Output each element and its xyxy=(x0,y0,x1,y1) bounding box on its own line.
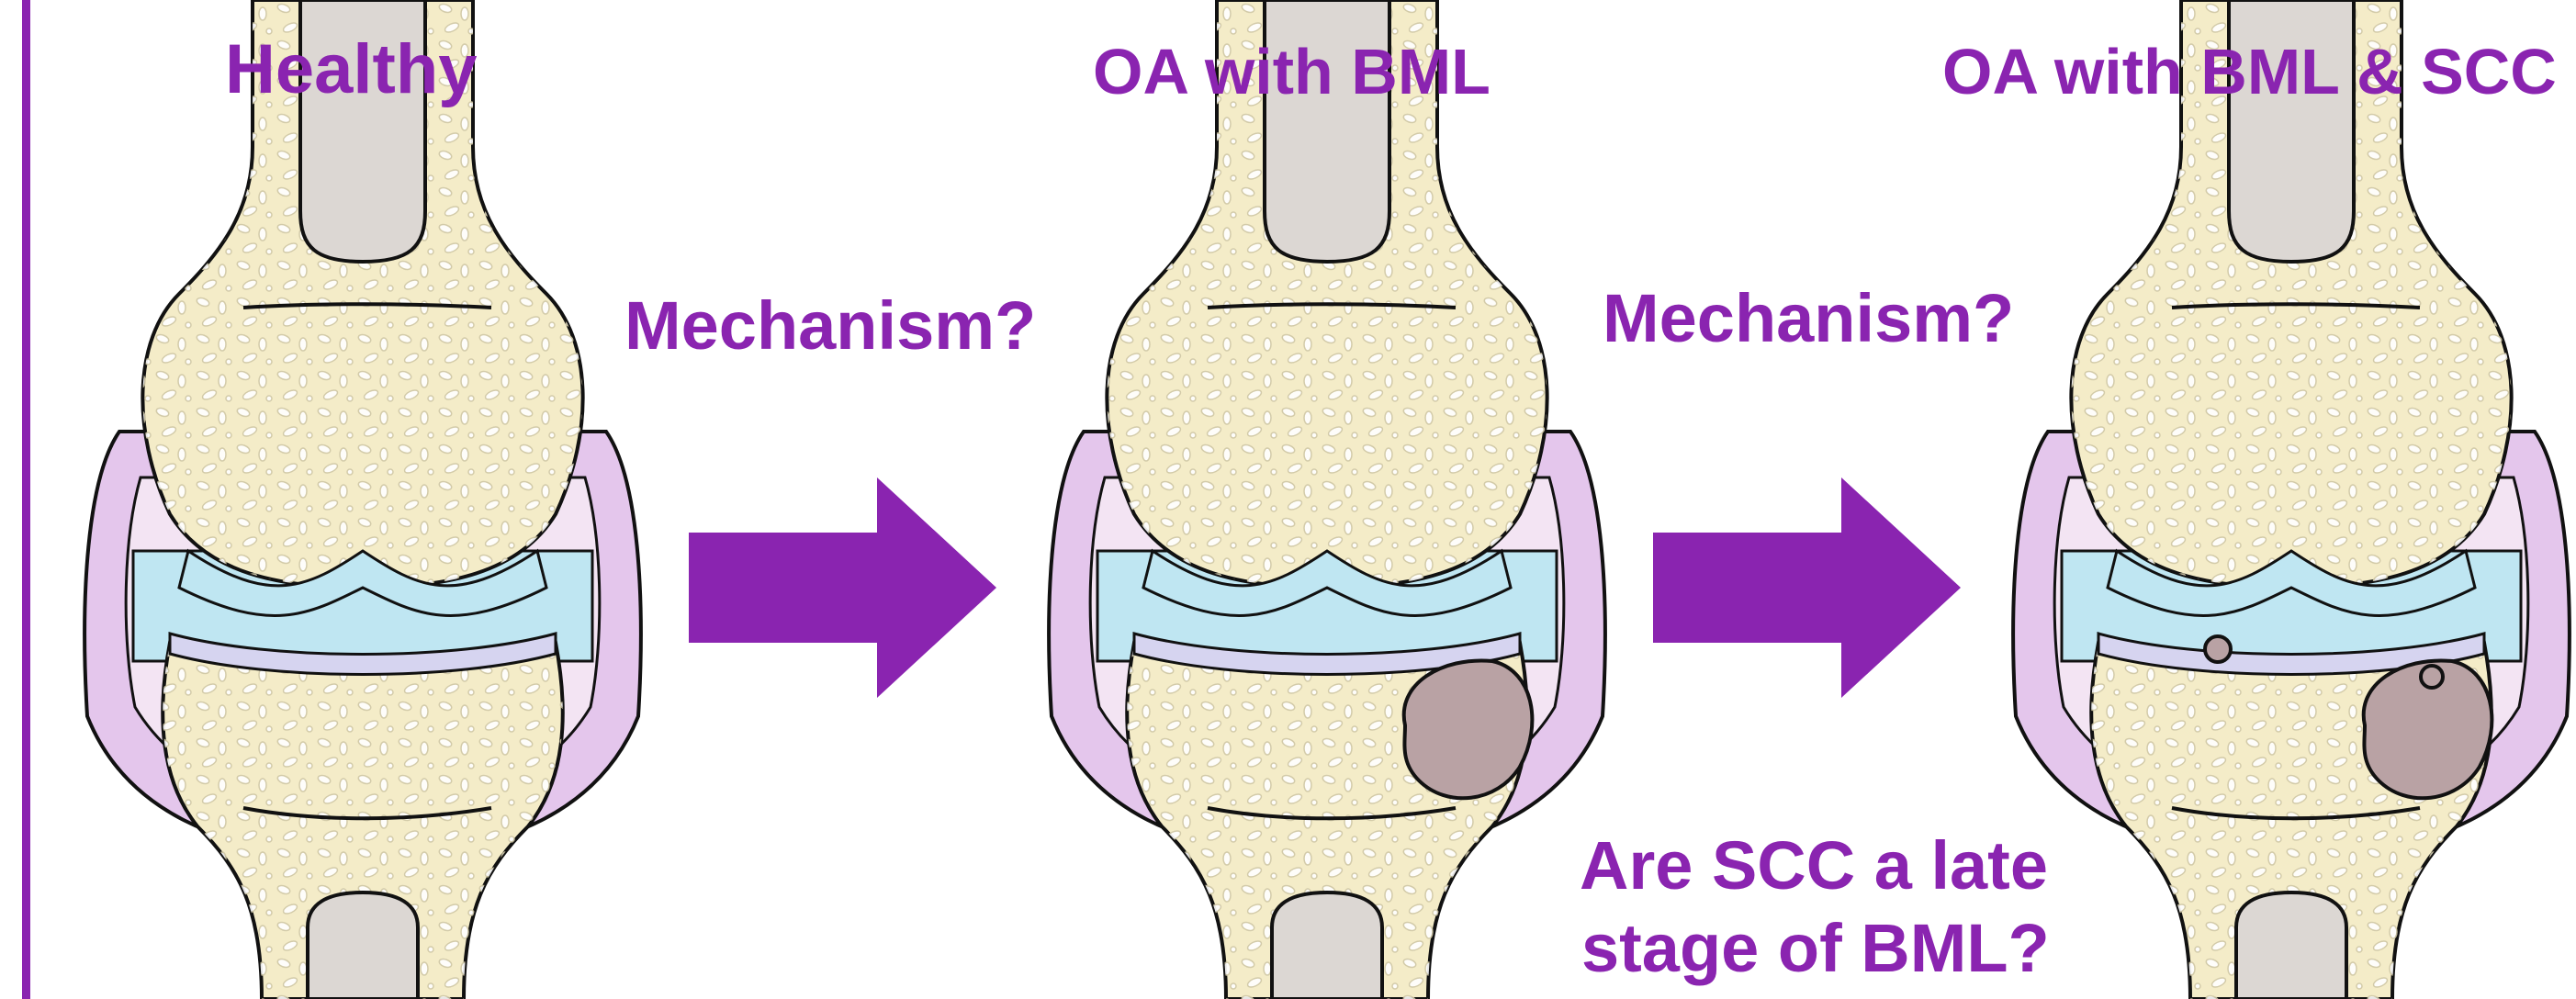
label-healthy: Healthy xyxy=(225,29,478,109)
label-question-line1: Are SCC a late xyxy=(1580,826,2048,904)
joint-oa-bml-scc xyxy=(2013,0,2570,999)
bml-lesion xyxy=(1404,660,1533,798)
label-mechanism-1: Mechanism? xyxy=(624,286,1036,365)
scc-cyst-in-lesion xyxy=(2421,666,2443,688)
joint-oa-bml xyxy=(1049,0,1605,999)
scc-cyst-small xyxy=(2205,636,2231,662)
joint-healthy xyxy=(84,0,641,999)
label-mechanism-2: Mechanism? xyxy=(1603,279,2014,357)
arrow-right-1 xyxy=(689,477,996,698)
label-oa-bml: OA with BML xyxy=(1093,35,1490,108)
label-question-line2: stage of BML? xyxy=(1581,909,2050,987)
label-oa-bml-scc: OA with BML & SCC xyxy=(1942,35,2557,108)
arrow-right-2 xyxy=(1653,477,1961,698)
